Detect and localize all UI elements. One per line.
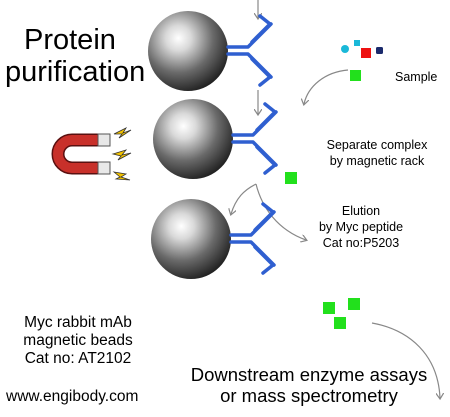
spark-icon xyxy=(112,171,131,181)
sample-label: Sample xyxy=(395,70,438,84)
antibody-icon xyxy=(229,202,276,275)
product-line1: Myc rabbit mAb xyxy=(24,314,132,331)
spark-icon xyxy=(111,149,132,161)
protein-square-icon xyxy=(354,40,360,46)
protein-square-icon xyxy=(334,317,346,329)
spark-icon xyxy=(113,127,132,139)
protein-square-icon xyxy=(350,70,361,81)
antibody-icon xyxy=(231,102,278,175)
product-line3: Cat no: AT2102 xyxy=(24,350,132,367)
protein-square-icon xyxy=(361,48,371,58)
eluted-proteins xyxy=(323,298,360,329)
title-line1: Protein xyxy=(24,24,116,56)
magnet-icon xyxy=(51,133,111,175)
downstream-line2: or mass spectrometry xyxy=(220,385,398,406)
magnetic-bead-icon xyxy=(153,99,233,179)
elution-line1: Elution xyxy=(341,204,381,218)
protein-square-icon xyxy=(376,47,383,54)
protein-circle-icon xyxy=(341,45,349,53)
website-link[interactable]: www.engibody.com xyxy=(6,388,139,405)
title-line2: purification xyxy=(5,56,146,88)
separate-label: Separate complex by magnetic rack xyxy=(317,137,437,169)
product-line2: magnetic beads xyxy=(23,332,133,349)
protein-square-icon xyxy=(285,172,297,184)
elution-label: Elution by Myc peptide Cat no:P5203 xyxy=(316,203,406,251)
magnetic-bead-icon xyxy=(151,199,231,279)
sample-proteins xyxy=(341,40,383,81)
downstream-label: Downstream enzyme assays or mass spectro… xyxy=(178,364,440,406)
arrow-icon xyxy=(304,69,349,104)
arrow-icon xyxy=(231,183,257,214)
protein-square-icon xyxy=(323,302,335,314)
elution-line3: Cat no:P5203 xyxy=(322,236,400,250)
arrow-icon xyxy=(371,322,440,398)
antibody-icon xyxy=(226,14,273,87)
elution-line2: by Myc peptide xyxy=(318,220,404,234)
magnetic-bead-icon xyxy=(148,11,228,91)
protein-square-icon xyxy=(348,298,360,310)
downstream-line1: Downstream enzyme assays xyxy=(190,364,428,385)
separate-line1: Separate complex xyxy=(326,138,428,152)
product-label: Myc rabbit mAb magnetic beads Cat no: AT… xyxy=(8,314,148,368)
arrow-icon xyxy=(255,183,306,240)
separate-line2: by magnetic rack xyxy=(329,154,425,168)
